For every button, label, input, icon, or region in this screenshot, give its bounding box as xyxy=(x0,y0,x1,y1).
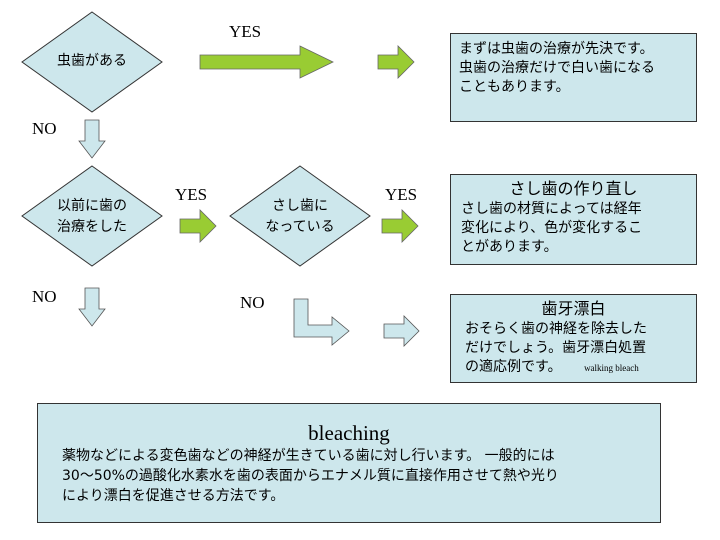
result-box-tooth-bleaching: 歯牙漂白 おそらく歯の神経を除去した だけでしょう。歯牙漂白処置 の適応例です。… xyxy=(450,294,697,383)
info-box-bleaching: bleaching 薬物などによる変色歯などの神経が生きている歯に対し行います。… xyxy=(37,403,661,523)
no-label-3: NO xyxy=(240,293,265,312)
no-arrow-bent xyxy=(293,298,350,346)
box4-line2: 30～50%の過酸化水素水を歯の表面からエナメル質に直接作用させて熱や光り xyxy=(62,468,559,484)
box1-line1: まずは虫歯の治療が先決です。 xyxy=(459,41,654,57)
diamond-cavity-line1: 虫歯がある xyxy=(57,53,127,69)
result-box-remake-crown: さし歯の作り直し さし歯の材質によっては経年 変化により、色が変化するこ とがあ… xyxy=(450,174,697,265)
diamond-prior-treatment-line2: 治療をした xyxy=(57,219,127,235)
box2-line3: とがあります。 xyxy=(461,239,558,255)
box1-line2: 虫歯の治療だけで白い歯になる xyxy=(459,60,655,76)
box4-line1: 薬物などによる変色歯などの神経が生きている歯に対し行います。 一般的には xyxy=(62,448,555,464)
arrow-to-bleach-box xyxy=(383,315,420,347)
yes-arrow-short-2 xyxy=(179,209,217,243)
no-arrow-down-2 xyxy=(78,287,106,327)
box3-title: 歯牙漂白 xyxy=(541,299,606,318)
box3-line2: だけでしょう。歯牙漂白処置 xyxy=(465,340,647,356)
no-label-2: NO xyxy=(32,287,57,306)
box4-title: bleaching xyxy=(308,421,390,445)
yes-arrow-long xyxy=(199,45,334,79)
decision-diamond-cavity xyxy=(21,11,163,113)
yes-arrow-short-1 xyxy=(377,45,415,79)
yes-arrow-short-3 xyxy=(381,209,419,243)
box3-line3-row: の適応例です。 walking bleach xyxy=(465,358,682,378)
no-arrow-down-1 xyxy=(78,119,106,159)
decision-diamond-crown xyxy=(229,165,371,267)
yes-label-1: YES xyxy=(229,22,262,41)
yes-label-2: YES xyxy=(175,185,208,204)
no-label-1: NO xyxy=(32,119,57,138)
diamond-cavity-text: 虫歯がある xyxy=(32,51,152,72)
box2-line2: 変化により、色が変化するこ xyxy=(461,220,643,236)
diamond-prior-treatment-text: 以前に歯の 治療をした xyxy=(32,196,152,238)
result-box-treat-cavity: まずは虫歯の治療が先決です。 虫歯の治療だけで白い歯になる こともあります。 xyxy=(450,33,697,122)
yes-label-3: YES xyxy=(385,185,418,204)
box2-line1: さし歯の材質によっては経年 xyxy=(461,201,642,217)
box3-line3: の適応例です。 xyxy=(465,359,562,375)
box3-note: walking bleach xyxy=(584,363,639,373)
diamond-crown-line1: さし歯に xyxy=(272,198,328,214)
box2-title: さし歯の作り直し xyxy=(509,179,638,198)
diamond-prior-treatment-line1: 以前に歯の xyxy=(57,198,127,214)
box1-line3: こともあります。 xyxy=(459,79,570,95)
diamond-crown-text: さし歯に なっている xyxy=(240,196,360,238)
box4-line3: により漂白を促進させる方法です。 xyxy=(62,488,285,504)
box3-line1: おそらく歯の神経を除去した xyxy=(465,321,647,337)
diamond-crown-line2: なっている xyxy=(265,219,335,235)
decision-diamond-prior-treatment xyxy=(21,165,163,267)
